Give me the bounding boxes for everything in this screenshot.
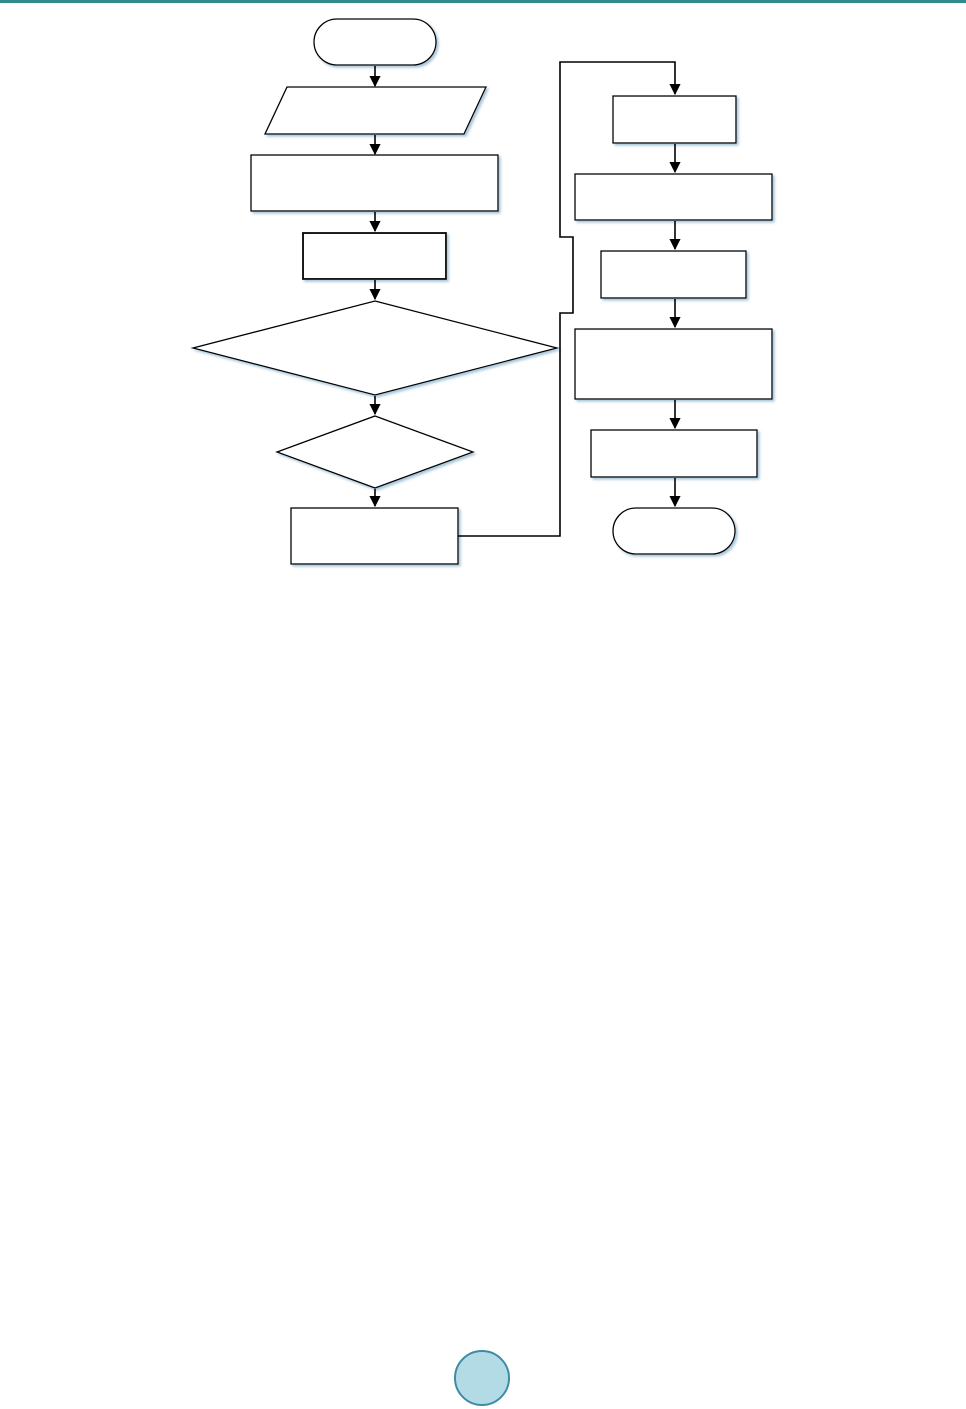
node-decision-1 [190,300,560,396]
node-process-2 [302,232,447,280]
node-process-1 [250,154,499,212]
node-decision-2 [275,415,475,489]
node-process-5 [574,173,773,221]
node-start [313,18,437,66]
header-rule [0,0,966,3]
node-end [612,507,736,555]
node-process-7 [574,328,773,400]
node-process-8 [590,429,758,478]
node-process-6 [600,250,747,299]
node-input [263,86,488,135]
node-process-4 [612,95,737,144]
connector-process-3-to-process-4 [458,61,681,537]
page-number-badge [454,1350,510,1406]
flowchart [190,18,773,565]
node-process-3 [290,507,459,565]
